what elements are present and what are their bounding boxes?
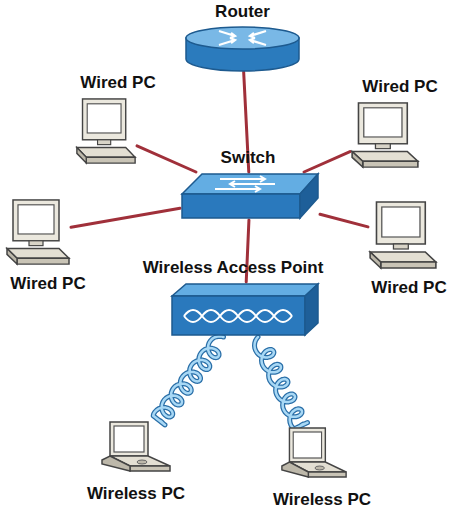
device-label: Wireless PC — [87, 484, 185, 504]
link-stroke — [255, 337, 308, 429]
wireless-link — [255, 337, 308, 429]
device-label: Router — [215, 2, 270, 22]
wired-pc: Wired PC — [368, 200, 438, 272]
wired-pc-graphic — [5, 198, 71, 268]
cable-link — [137, 146, 196, 172]
device-label: Wired PC — [10, 274, 85, 294]
device-label: Wired PC — [371, 278, 446, 298]
wireless-laptop: Wireless PC — [280, 426, 348, 484]
link-stroke — [137, 146, 196, 172]
wired-pc: Wired PC — [75, 97, 137, 167]
wireless-laptop: Wireless PC — [100, 420, 172, 478]
wired-pc-graphic — [350, 101, 420, 171]
access-point-icon: Wireless Access Point — [170, 282, 320, 337]
wired-pc-graphic — [75, 97, 137, 167]
switch-icon: Switch — [180, 172, 320, 220]
wireless-link — [153, 336, 223, 425]
link-stroke — [153, 336, 223, 425]
router-icon-graphic — [185, 26, 300, 72]
wired-pc: Wired PC — [350, 101, 420, 171]
device-label: Wired PC — [362, 77, 437, 97]
access-point-icon-graphic — [170, 282, 320, 337]
link-stroke — [71, 208, 180, 227]
link-stroke — [304, 152, 350, 172]
device-label: Wired PC — [80, 73, 155, 93]
device-label: Switch — [221, 148, 276, 168]
wireless-laptop-graphic — [100, 420, 172, 478]
device-label: Wireless Access Point — [143, 258, 324, 278]
cable-link — [304, 152, 350, 172]
link-stroke — [320, 214, 368, 227]
wireless-laptop-graphic — [280, 426, 348, 484]
cable-link — [320, 214, 368, 227]
switch-icon-graphic — [180, 172, 320, 220]
wired-pc: Wired PC — [5, 198, 71, 268]
router-icon: Router — [185, 26, 300, 72]
link-stroke — [255, 337, 308, 429]
wired-pc-graphic — [368, 200, 438, 272]
link-stroke — [153, 336, 223, 425]
cable-link — [71, 208, 180, 227]
device-label: Wireless PC — [273, 490, 371, 510]
